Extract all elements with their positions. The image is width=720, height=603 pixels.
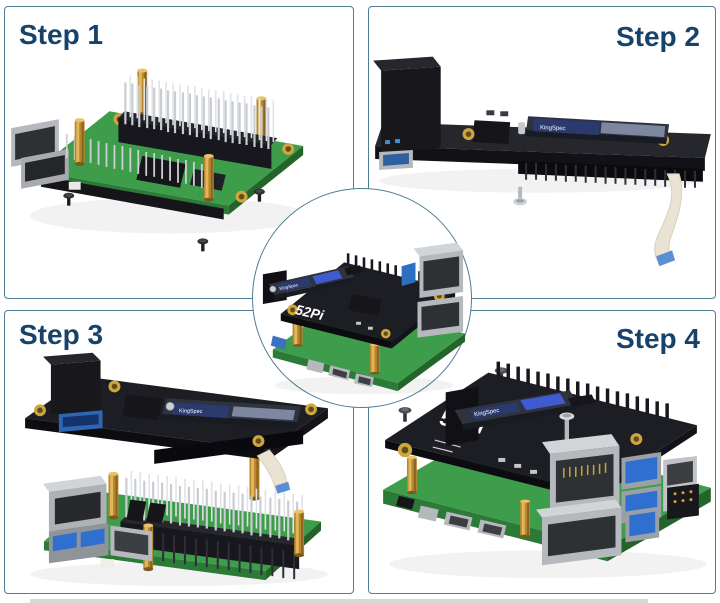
step-3-label: Step 3	[19, 319, 104, 350]
step-1-photo	[11, 68, 309, 252]
page-bottom-edge	[30, 599, 648, 603]
step-3-panel: Step 3	[4, 310, 354, 594]
hat-logo-text: 52Pi	[294, 301, 326, 323]
step-3-photo: KingSpec	[25, 352, 328, 587]
assembled-product-photo: KingSpec 52Pi	[262, 242, 466, 395]
step-1-panel: Step 1	[4, 6, 354, 299]
gpio-header	[120, 470, 306, 580]
ssd-brand-text: KingSpec	[279, 282, 299, 291]
step-2-panel: Step 2	[368, 6, 716, 299]
gpio-extension-header	[118, 75, 278, 169]
step-4-label: Step 4	[615, 323, 700, 354]
step-4-panel: Step 4	[368, 310, 716, 594]
ssd-brand-text: KingSpec	[540, 125, 566, 132]
ssd-brand-text: KingSpec	[179, 408, 203, 415]
nvme-ssd: KingSpec	[161, 398, 302, 429]
nvme-ssd: KingSpec	[262, 265, 363, 304]
ethernet-port	[413, 242, 464, 338]
ethernet-port-lower	[536, 499, 660, 566]
step-2-label: Step 2	[615, 21, 700, 52]
nvme-ssd: KingSpec	[518, 116, 670, 145]
usb-ethernet-ports	[42, 475, 167, 569]
step-4-photo: 52Pi KingSpec	[383, 361, 711, 579]
ethernet-port	[373, 56, 441, 170]
assembled-product-circle: KingSpec 52Pi	[252, 188, 472, 408]
ethernet-port	[542, 434, 620, 516]
step-1-label: Step 1	[19, 19, 104, 50]
ssd-brand-text: KingSpec	[474, 408, 500, 418]
usb-ethernet-ports	[11, 119, 81, 190]
ethernet-port	[42, 352, 103, 433]
nvme-ssd: KingSpec	[445, 386, 596, 447]
ribbon-cable	[256, 449, 291, 494]
step-2-photo: KingSpec	[373, 56, 711, 267]
ribbon-cable	[654, 173, 683, 267]
